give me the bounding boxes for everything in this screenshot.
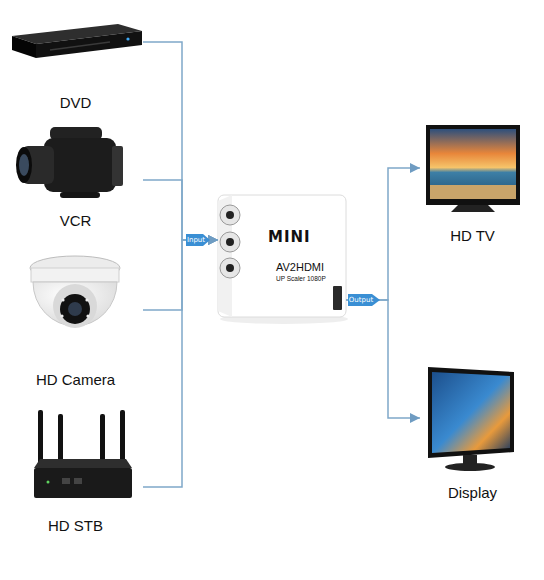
- camcorder-screen: [112, 146, 123, 186]
- set-top-box: [34, 410, 132, 498]
- camcorder: [16, 127, 123, 198]
- device-node: HD Camera: [8, 250, 143, 391]
- monitor-base: [445, 463, 495, 471]
- converter-box: [218, 195, 348, 324]
- rca-jack: [220, 205, 240, 225]
- stb-top: [34, 459, 132, 468]
- monitor-neck: [463, 455, 477, 464]
- input-arrow-badge: [186, 234, 210, 246]
- rca-jack: [220, 232, 240, 252]
- arrow-badge-label: Output: [347, 296, 375, 305]
- tv-frame: [426, 125, 520, 205]
- hdmi-port: [333, 286, 342, 310]
- tv-beach: [430, 185, 516, 199]
- antenna: [120, 410, 125, 466]
- stb-front: [34, 468, 132, 498]
- signal-connector: [143, 240, 218, 310]
- antenna: [58, 414, 63, 466]
- signal-connector: [143, 180, 218, 240]
- model-text: AV2HDMI: [276, 261, 324, 273]
- camcorder-glass: [19, 154, 29, 176]
- device-node: HD STB: [8, 405, 143, 537]
- rca-hole: [226, 211, 234, 219]
- stb-port: [74, 478, 82, 484]
- brand-text: MINI: [268, 229, 311, 246]
- device-label: HD STB: [48, 517, 103, 537]
- tv-stand: [451, 205, 495, 212]
- dome-ring: [31, 268, 119, 282]
- dvd-led: [126, 37, 129, 40]
- antenna: [100, 414, 105, 466]
- rca-jack: [220, 258, 240, 278]
- device-node: DVD: [8, 20, 143, 114]
- hd-tv: [426, 125, 520, 212]
- signal-connector: [346, 300, 420, 418]
- device-label: HD Camera: [36, 371, 115, 391]
- device-node: VCR: [8, 115, 143, 232]
- dvd-player: [12, 24, 142, 58]
- device-node: Display: [420, 360, 525, 504]
- dvd-front: [36, 31, 142, 58]
- ir-led: [85, 298, 88, 301]
- rca-hole: [226, 264, 234, 272]
- stb-port: [62, 478, 70, 484]
- output-arrow-badge: [348, 294, 380, 306]
- monitor-screen: [432, 372, 510, 453]
- device-node: HD TV: [420, 120, 525, 247]
- camcorder-base: [60, 192, 100, 198]
- dome-housing: [53, 284, 97, 328]
- signal-connector: [346, 168, 420, 300]
- device-label: Display: [448, 484, 497, 504]
- camcorder-lens: [16, 147, 32, 183]
- tv-screen: [430, 129, 516, 199]
- dome-glass: [68, 302, 82, 316]
- device-label: DVD: [60, 94, 92, 114]
- antenna: [38, 410, 43, 466]
- spec-text: UP Scaler 1080P: [276, 275, 326, 282]
- signal-connector: [143, 42, 218, 240]
- rca-hole: [226, 238, 234, 246]
- camcorder-body: [44, 138, 116, 192]
- monitor-frame: [428, 367, 514, 458]
- stb-led: [47, 481, 50, 484]
- dome-camera: [30, 256, 120, 328]
- converter-node: MINI AV2HDMI UP Scaler 1080P: [218, 195, 346, 317]
- dome-lens: [60, 294, 90, 324]
- ir-led: [60, 314, 63, 317]
- dvd-slot: [50, 42, 110, 50]
- box-body: [218, 195, 346, 317]
- arrow-badge-label: Input: [186, 236, 206, 245]
- dvd-side: [12, 36, 36, 58]
- monitor: [428, 367, 514, 471]
- ir-led: [86, 314, 89, 317]
- device-label: VCR: [60, 212, 92, 232]
- signal-connector: [143, 240, 218, 487]
- device-label: HD TV: [450, 227, 495, 247]
- ir-led: [61, 298, 64, 301]
